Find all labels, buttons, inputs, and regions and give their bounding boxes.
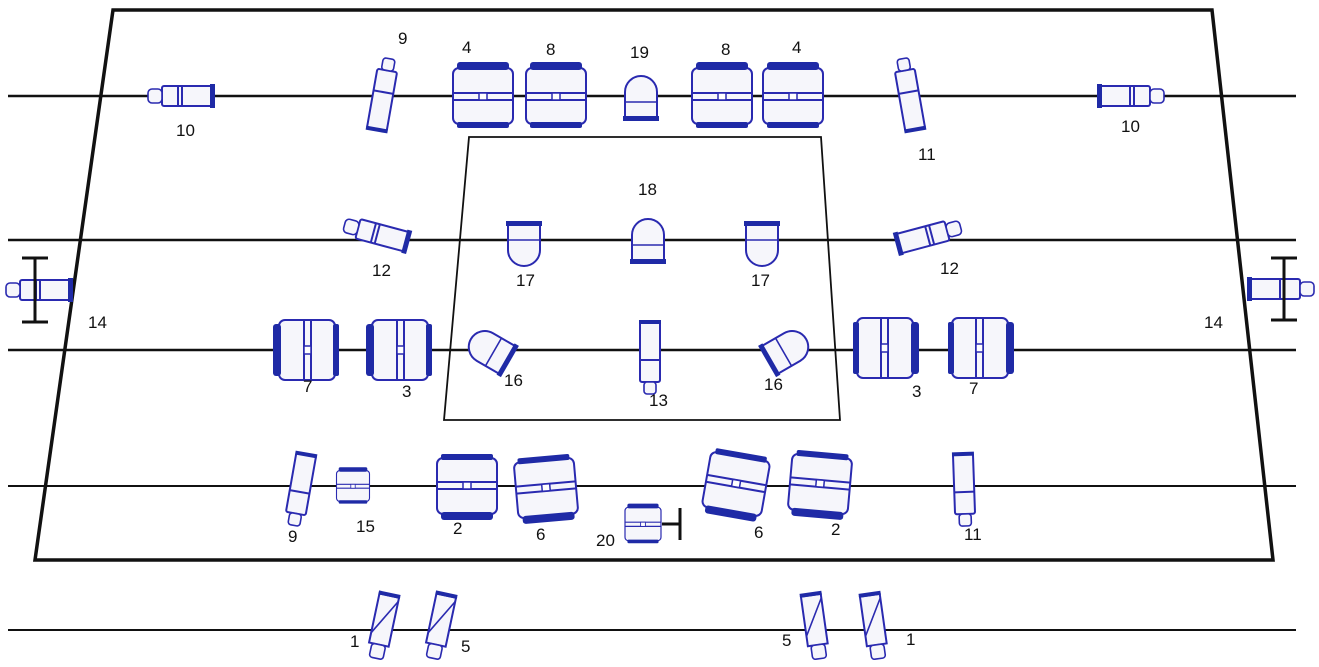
label-5-left: 5 xyxy=(461,637,470,656)
unit-17-left xyxy=(505,220,543,267)
label-13: 13 xyxy=(649,391,668,410)
label-6-left: 6 xyxy=(536,525,545,544)
unit-18 xyxy=(629,218,667,265)
unit-14-left-bracket xyxy=(22,256,48,324)
unit-13 xyxy=(638,319,662,395)
label-12-right: 12 xyxy=(940,259,959,278)
unit-14-right xyxy=(1246,276,1315,302)
unit-5-right xyxy=(798,589,832,662)
unit-10-left xyxy=(147,83,216,109)
label-4-left: 4 xyxy=(462,38,471,57)
unit-2-left xyxy=(436,453,498,521)
label-16-left: 16 xyxy=(504,371,523,390)
unit-4-right xyxy=(762,61,824,129)
label-19: 19 xyxy=(630,43,649,62)
label-2-left: 2 xyxy=(453,519,462,538)
label-7-right: 7 xyxy=(969,379,978,398)
label-10-right: 10 xyxy=(1121,117,1140,136)
label-6-right: 6 xyxy=(754,523,763,542)
unit-19 xyxy=(622,75,660,122)
label-11-bottom: 11 xyxy=(964,525,982,544)
label-9-bottom: 9 xyxy=(288,527,297,546)
label-7-left: 7 xyxy=(303,377,312,396)
unit-6-right xyxy=(699,446,773,524)
label-18: 18 xyxy=(638,180,657,199)
label-10-left: 10 xyxy=(176,121,195,140)
unit-1-right xyxy=(857,589,891,662)
inner-frame xyxy=(443,136,841,421)
label-8-left: 8 xyxy=(546,40,555,59)
label-17-right: 17 xyxy=(751,271,770,290)
label-5-right: 5 xyxy=(782,631,791,650)
label-20: 20 xyxy=(596,531,615,550)
unit-4-left xyxy=(452,61,514,129)
unit-12-left xyxy=(340,212,414,256)
label-9-top: 9 xyxy=(398,29,407,48)
label-3-left: 3 xyxy=(402,382,411,401)
unit-8-right xyxy=(691,61,753,129)
label-1-right: 1 xyxy=(906,630,915,649)
unit-16-right xyxy=(757,322,817,379)
label-4-right: 4 xyxy=(792,38,801,57)
unit-5-left xyxy=(421,589,459,662)
unit-17-right xyxy=(743,220,781,267)
label-14-right: 14 xyxy=(1204,313,1223,332)
unit-12-right xyxy=(891,214,965,258)
unit-7-right xyxy=(947,317,1015,379)
outer-frame xyxy=(32,8,1275,562)
unit-8-left xyxy=(525,61,587,129)
label-17-left: 17 xyxy=(516,271,535,290)
unit-6-left xyxy=(512,452,580,526)
unit-9-bottom xyxy=(281,449,319,529)
label-12-left: 12 xyxy=(372,261,391,280)
label-14-left: 14 xyxy=(88,313,107,332)
label-16-right: 16 xyxy=(764,375,783,394)
unit-20 xyxy=(624,503,682,544)
label-11-top: 11 xyxy=(918,145,936,164)
unit-7-left xyxy=(272,319,340,381)
label-1-left: 1 xyxy=(350,632,359,651)
label-3-right: 3 xyxy=(912,382,921,401)
unit-14-left xyxy=(5,277,74,303)
unit-3-right xyxy=(852,317,920,379)
label-2-right: 2 xyxy=(831,520,840,539)
unit-11-bottom xyxy=(950,450,978,528)
unit-3-left xyxy=(365,319,433,381)
unit-16-left xyxy=(460,322,520,379)
unit-14-right-bracket xyxy=(1271,256,1297,322)
unit-10-right xyxy=(1096,83,1165,109)
unit-2-right xyxy=(786,448,854,522)
unit-15 xyxy=(335,466,371,505)
label-8-right: 8 xyxy=(721,40,730,59)
label-15: 15 xyxy=(356,517,375,536)
unit-1-left xyxy=(364,589,402,662)
